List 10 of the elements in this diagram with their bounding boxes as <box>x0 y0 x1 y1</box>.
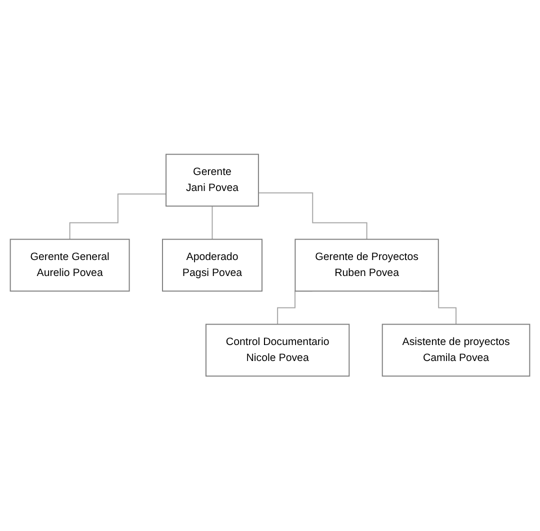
connector <box>69 194 167 240</box>
node-box <box>294 239 439 292</box>
node-box <box>382 324 530 377</box>
node-box <box>205 324 350 377</box>
connector <box>258 192 368 240</box>
node-box <box>166 154 259 207</box>
org-chart: Gerente Jani Povea Gerente General Aurelio Povea Apoderado Pagsi Povea Gerente de Proyectos Ruben Povea Control Documentario Nicole Povea Asistente de proyectos Camila Povea <box>5 149 535 382</box>
connector <box>212 206 213 240</box>
node-box <box>10 239 130 292</box>
node-box <box>162 239 262 292</box>
